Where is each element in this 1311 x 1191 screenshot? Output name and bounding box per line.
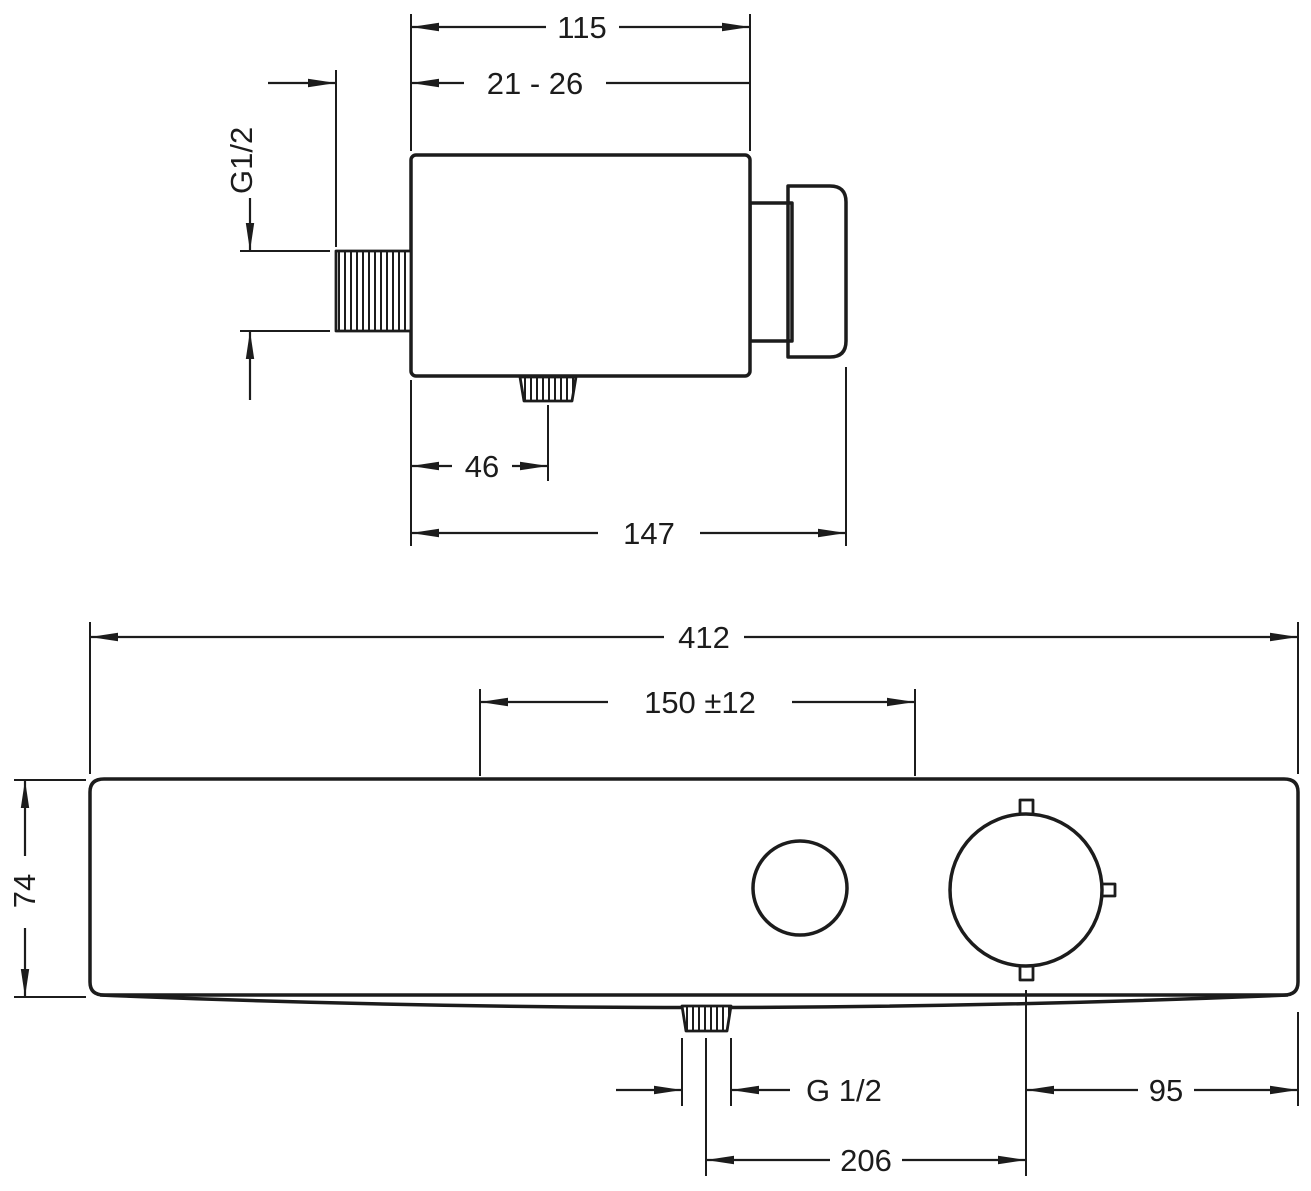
dim-body-width: 115 <box>410 10 751 151</box>
hose-outlet-side <box>518 375 578 403</box>
dim-label-74: 74 <box>7 874 42 908</box>
dim-wall-thread: G1/2 <box>224 127 330 400</box>
side-view: 115 21 - 26 G1/2 46 <box>224 10 848 551</box>
dim-label-115: 115 <box>557 10 606 45</box>
wall-connection-thread <box>334 249 413 333</box>
select-button <box>751 839 849 937</box>
dim-label-150-12: 150 ±12 <box>644 685 756 720</box>
shower-tablet-bar <box>88 777 1300 997</box>
dim-label-g12-side: G1/2 <box>224 127 259 194</box>
dim-label-206: 206 <box>840 1143 892 1178</box>
dim-total-depth: 147 <box>411 367 847 551</box>
valve-body <box>409 153 752 378</box>
dim-label-g12-front: G 1/2 <box>806 1073 882 1108</box>
dim-outlet-to-knob: 206 <box>705 1038 1026 1178</box>
dim-total-width: 412 <box>89 620 1299 774</box>
dim-outlet-offset: 46 <box>410 380 549 546</box>
temp-handle-side <box>786 184 848 359</box>
dim-connection-spacing: 150 ±12 <box>479 685 916 776</box>
dim-knob-to-edge: 95 <box>1025 990 1299 1176</box>
temperature-knob <box>948 812 1104 968</box>
dim-label-21-26: 21 - 26 <box>487 66 584 101</box>
dim-projection-range: 21 - 26 <box>268 66 750 247</box>
dim-label-95: 95 <box>1149 1073 1183 1108</box>
dim-bar-height: 74 <box>7 779 86 998</box>
dim-label-46: 46 <box>465 449 499 484</box>
dim-label-412: 412 <box>678 620 730 655</box>
front-view: 412 150 ±12 74 G 1/2 <box>7 620 1300 1178</box>
dim-outlet-thread: G 1/2 <box>616 1038 882 1108</box>
hose-outlet-front <box>680 1004 733 1033</box>
handle-step-side <box>748 201 794 343</box>
dim-label-147: 147 <box>623 516 675 551</box>
